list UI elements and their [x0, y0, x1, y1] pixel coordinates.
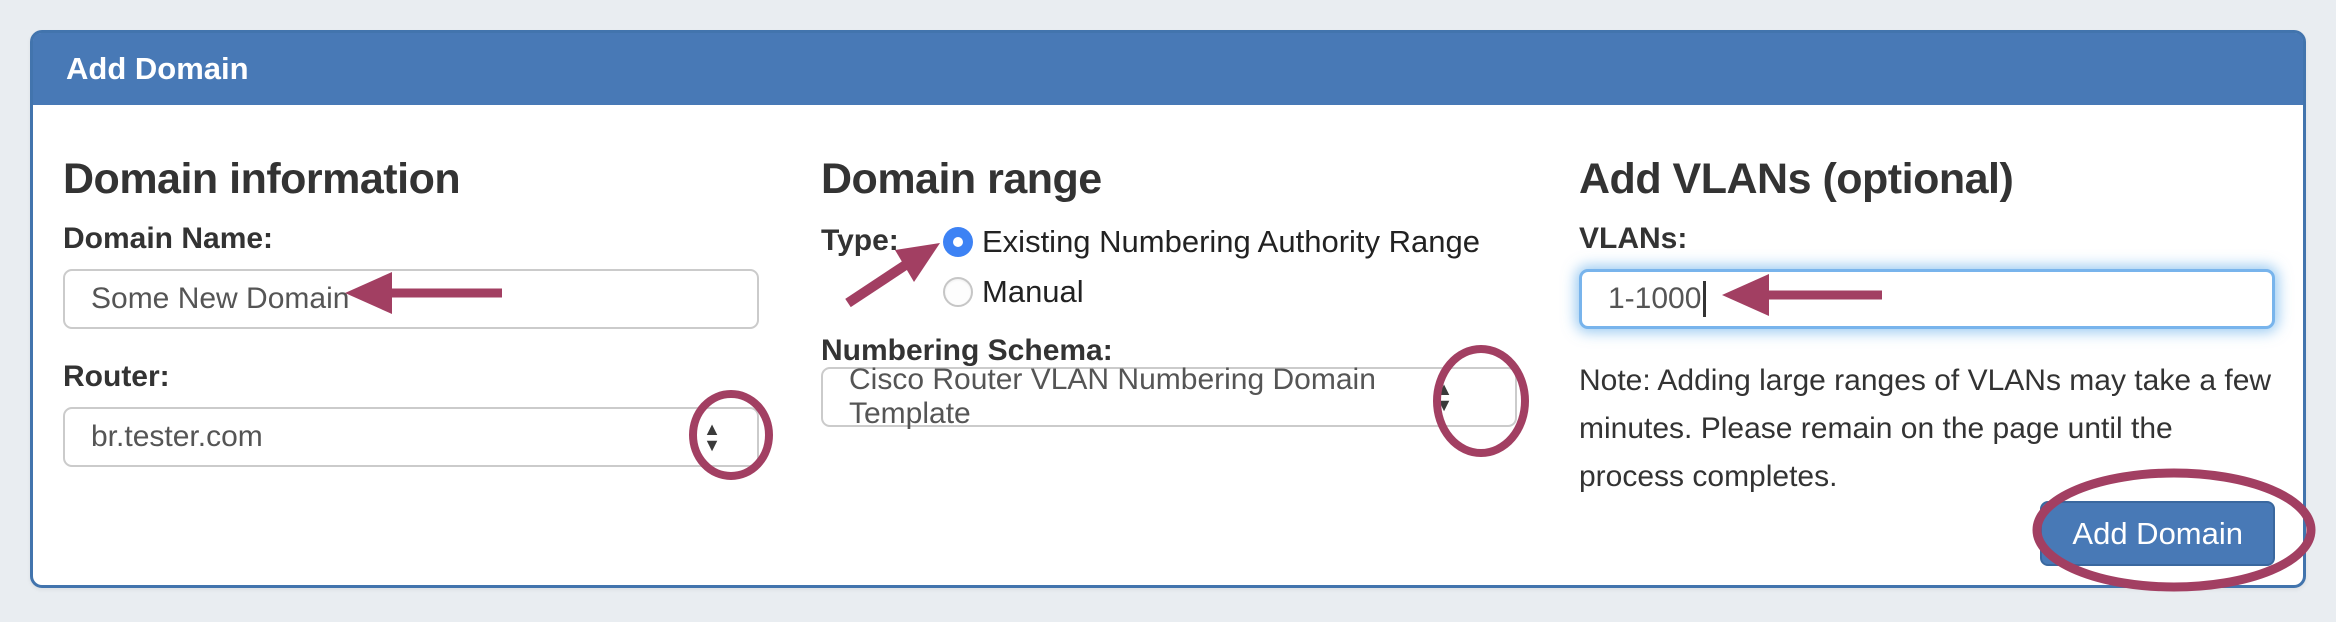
- domain-range-heading: Domain range: [821, 155, 1102, 203]
- add-vlans-section: Add VLANs (optional) VLANs: 1-1000 Note:…: [1579, 155, 2275, 585]
- panel-body: Domain information Domain Name: Some New…: [33, 105, 2303, 585]
- radio-manual-label: Manual: [982, 274, 1084, 309]
- type-field: Type: Existing Numbering Authority Range…: [821, 223, 1517, 311]
- domain-name-input[interactable]: Some New Domain: [63, 269, 759, 329]
- add-domain-button-label: Add Domain: [2072, 515, 2243, 551]
- add-vlans-heading: Add VLANs (optional): [1579, 155, 2014, 203]
- select-caret-icon: ▲▼: [703, 419, 721, 455]
- radio-selected-icon[interactable]: [943, 227, 973, 257]
- domain-name-label: Domain Name:: [63, 222, 274, 255]
- numbering-schema-select[interactable]: Cisco Router VLAN Numbering Domain Templ…: [821, 363, 1517, 430]
- numbering-schema-selected-value: Cisco Router VLAN Numbering Domain Templ…: [849, 363, 1376, 430]
- radio-option-existing-range[interactable]: Existing Numbering Authority Range: [943, 223, 1480, 261]
- domain-information-heading: Domain information: [63, 155, 461, 203]
- radio-unselected-icon[interactable]: [943, 277, 973, 307]
- radio-option-manual[interactable]: Manual: [943, 273, 1480, 311]
- vlans-note: Note: Adding large ranges of VLANs may t…: [1579, 364, 2272, 493]
- type-label: Type:: [821, 224, 899, 257]
- type-radio-group: Existing Numbering Authority Range Manua…: [943, 223, 1480, 311]
- router-label: Router:: [63, 360, 170, 393]
- domain-information-section: Domain information Domain Name: Some New…: [63, 155, 759, 585]
- router-select[interactable]: br.tester.com ▲▼: [63, 407, 759, 467]
- vlans-value: 1-1000: [1608, 282, 1702, 315]
- add-domain-panel: Add Domain Domain information Domain Nam…: [30, 30, 2306, 588]
- vlans-label: VLANs:: [1579, 222, 1688, 255]
- domain-range-section: Domain range Type: Existing Numbering Au…: [821, 155, 1517, 585]
- domain-name-value: Some New Domain: [91, 282, 350, 315]
- vlans-input[interactable]: 1-1000: [1579, 269, 2275, 329]
- radio-existing-range-label: Existing Numbering Authority Range: [982, 224, 1480, 259]
- button-row: Add Domain: [1579, 501, 2275, 566]
- panel-header: Add Domain: [33, 33, 2303, 105]
- add-domain-button[interactable]: Add Domain: [2040, 501, 2275, 566]
- panel-title: Add Domain: [66, 51, 249, 86]
- text-cursor: [1703, 281, 1707, 317]
- numbering-schema-label: Numbering Schema:: [821, 334, 1113, 367]
- router-selected-value: br.tester.com: [91, 420, 263, 453]
- select-caret-icon: ▲▼: [1435, 379, 1453, 415]
